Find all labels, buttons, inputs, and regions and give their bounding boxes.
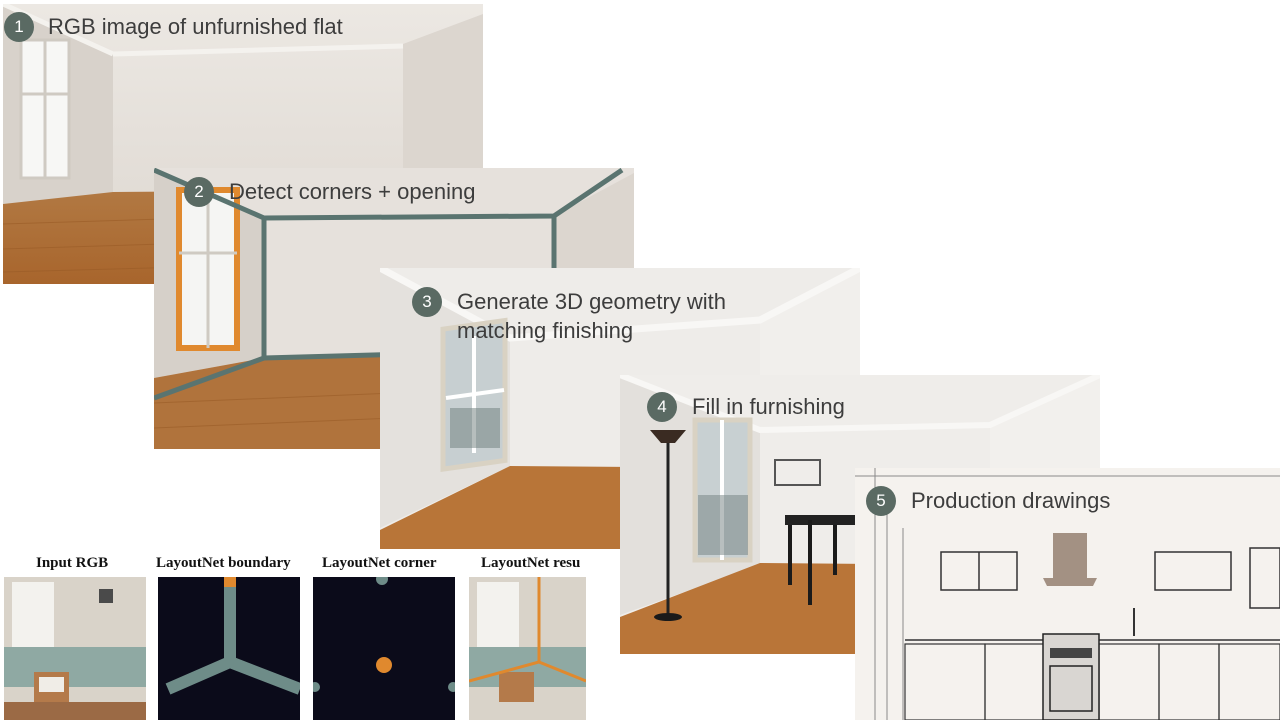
step-3-title-line2: matching finishing [457, 318, 634, 343]
layoutnet-corner-thumbnail [313, 577, 455, 720]
step-3-title-line1: Generate 3D geometry with [457, 289, 727, 314]
step-3-title: Generate 3D geometry with matching finis… [457, 287, 726, 345]
step-4-badge: 4 [647, 392, 677, 422]
step-2-title: Detect corners + opening [229, 179, 476, 204]
input-rgb-image [4, 577, 146, 720]
step-1-badge: 1 [4, 12, 34, 42]
layoutnet-corner-label: LayoutNet corner [322, 555, 437, 571]
step-5-badge: 5 [866, 486, 896, 516]
step-4-title: Fill in furnishing [692, 394, 845, 419]
production-drawing [855, 468, 1280, 720]
layoutnet-boundary-thumbnail [158, 577, 300, 720]
step-2-badge: 2 [184, 177, 214, 207]
layoutnet-boundary-label: LayoutNet boundary [156, 555, 291, 571]
layoutnet-result-thumbnail [469, 577, 586, 720]
layoutnet-result-label: LayoutNet resu [481, 555, 581, 571]
panel-production-drawings [855, 468, 1280, 720]
result-image [469, 577, 586, 720]
input-rgb-label: Input RGB [36, 555, 109, 571]
step-3-badge: 3 [412, 287, 442, 317]
corner-map [313, 577, 455, 720]
boundary-map [158, 577, 300, 720]
input-rgb-thumbnail [4, 577, 146, 720]
step-5-title: Production drawings [911, 488, 1111, 513]
step-1-title: RGB image of unfurnished flat [48, 14, 343, 39]
